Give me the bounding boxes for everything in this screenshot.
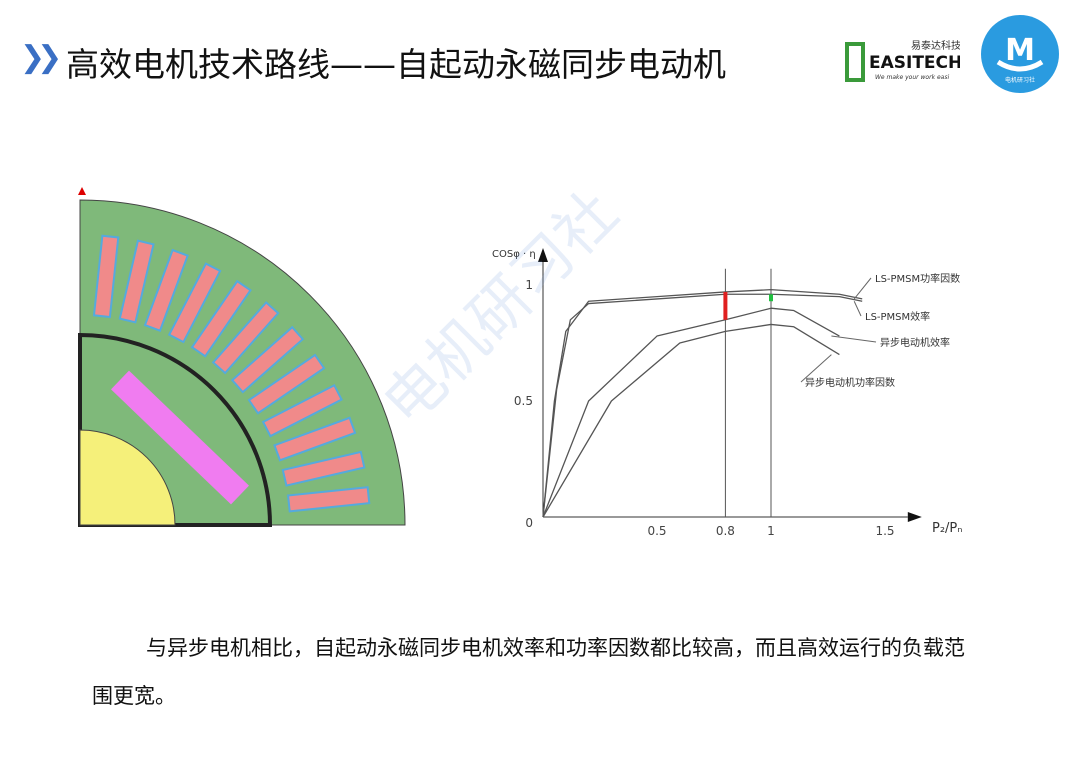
x-tick-label: 1.5: [875, 524, 894, 538]
page-title: 高效电机技术路线——自起动永磁同步电动机: [66, 45, 726, 84]
x-tick-label: 0.5: [647, 524, 666, 538]
logo-en: EASITECH: [869, 53, 960, 73]
series-line: [542, 293, 863, 518]
stator-slot: [92, 234, 120, 319]
series-label: 异步电动机功率因数: [805, 376, 895, 389]
efficiency-power-factor-chart: 0.5 0.8 1 1.5 0 0.5 1 LS-PMSM功率因数 LS-PMSM效率异步电动机…: [480, 240, 980, 554]
y-tick-label: 1: [525, 278, 533, 292]
svg-text:M: M: [1005, 33, 1035, 68]
y-axis-label: COSφ · η: [492, 249, 536, 260]
series-leader-line: [853, 277, 872, 300]
logo-cn: 易泰达科技: [911, 39, 960, 52]
x-tick-label: 0.8: [716, 524, 735, 538]
y-axis-arrow: [538, 248, 548, 262]
x-tick-label: 1: [767, 524, 775, 538]
y-tick-label: 0: [525, 516, 533, 530]
series-line: [542, 323, 840, 518]
x-axis-arrow: [907, 512, 922, 522]
motor-cross-section: [70, 185, 415, 534]
stator-slot: [230, 325, 305, 394]
stator-slot: [281, 450, 366, 487]
body-paragraph: 与异步电机相比，自起动永磁同步电机效率和功率因数都比较高，而且高效运行的负载范围…: [92, 636, 965, 708]
x-axis-label: P₂/Pₙ: [932, 521, 962, 536]
double-chevron-right-icon: ❯❯: [20, 40, 62, 75]
logo-slogan: We make your work easi: [875, 74, 949, 81]
stator-slot: [261, 383, 343, 438]
stator-slot: [167, 262, 222, 344]
series-label: LS-PMSM功率因数: [875, 272, 960, 285]
svg-text:电机研习社: 电机研习社: [1005, 76, 1035, 84]
series-label: LS-PMSM效率: [865, 310, 930, 323]
stator-slot: [118, 239, 155, 324]
stator-slot: [143, 248, 189, 332]
stator-slot: [286, 486, 371, 513]
stator-slot: [247, 353, 326, 415]
series-leader-line: [831, 335, 877, 343]
stator-slot: [273, 416, 357, 462]
y-tick-label: 0.5: [514, 394, 533, 408]
motor-club-logo: M 电机研习社: [980, 14, 1060, 98]
series-leader-line: [800, 354, 832, 383]
series-line: [542, 288, 863, 518]
easitech-logo: 易泰达科技 EASITECH We make your work easi: [845, 38, 962, 88]
stator-slot: [190, 279, 252, 358]
series-leader-line: [853, 301, 862, 317]
series-label: 异步电动机效率: [880, 336, 950, 349]
stator-slot: [211, 301, 280, 375]
